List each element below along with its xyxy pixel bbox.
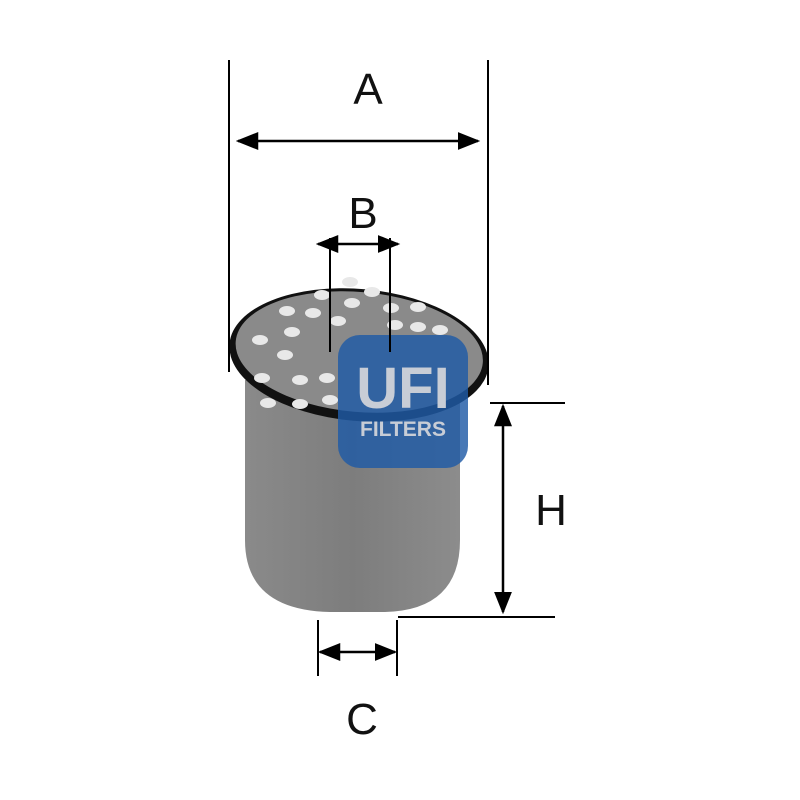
perforation-hole [305,308,321,318]
perforation-hole [279,306,295,316]
dimension-b [315,235,401,352]
label-h: H [535,486,567,535]
perforation-hole [254,373,270,383]
perforation-hole [342,277,358,287]
perforation-hole [410,302,426,312]
label-b: B [348,189,377,238]
perforation-hole [260,398,276,408]
perforation-hole [344,298,360,308]
perforation-hole [319,373,335,383]
label-c: C [346,695,378,744]
dimension-a [228,60,489,385]
dimension-h [398,402,565,618]
perforation-hole [252,335,268,345]
label-a: A [353,65,383,114]
perforation-hole [314,290,330,300]
perforation-hole [292,375,308,385]
svg-text:FILTERS: FILTERS [360,418,446,441]
svg-text:UFI: UFI [356,356,449,421]
perforation-hole [292,399,308,409]
perforation-hole [330,316,346,326]
perforation-hole [277,350,293,360]
ufi-logo: UFI FILTERS [338,335,468,468]
perforation-hole [410,322,426,332]
perforation-hole [364,287,380,297]
dimension-c [317,620,398,676]
perforation-hole [284,327,300,337]
perforation-hole [322,395,338,405]
perforation-hole [432,325,448,335]
